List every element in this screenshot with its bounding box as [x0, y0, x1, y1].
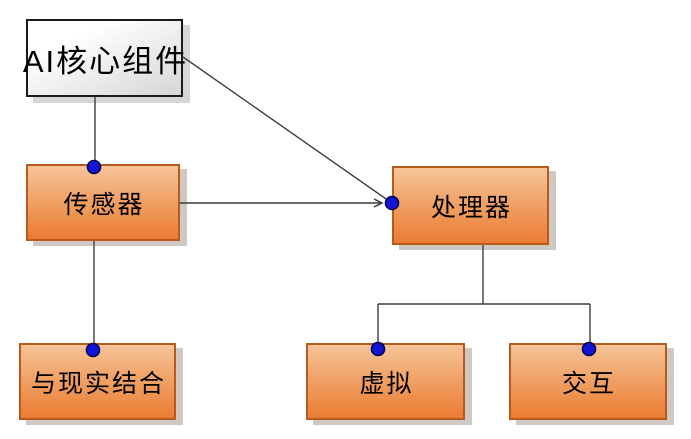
node-label-sensor: 传感器 — [63, 190, 145, 219]
node-virtual[interactable]: 虚拟 — [306, 343, 465, 420]
node-label-virtual: 虚拟 — [359, 369, 414, 398]
node-label-processor: 处理器 — [430, 193, 512, 222]
node-sensor[interactable]: 传感器 — [26, 164, 180, 241]
node-ai-core[interactable]: AI核心组件 — [23, 19, 186, 97]
node-interaction[interactable]: 交互 — [509, 343, 667, 420]
node-label-ai-core: AI核心组件 — [22, 43, 189, 79]
node-label-reality: 与现实结合 — [30, 369, 166, 398]
node-processor[interactable]: 处理器 — [392, 166, 549, 245]
node-reality[interactable]: 与现实结合 — [19, 343, 176, 420]
node-label-interaction: 交互 — [561, 369, 616, 398]
